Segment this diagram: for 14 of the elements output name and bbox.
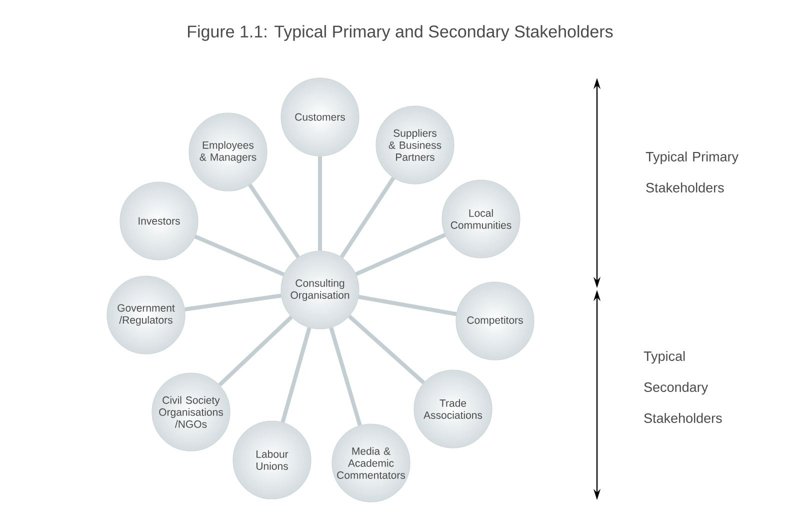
spoke-line bbox=[358, 294, 457, 316]
spoke-line bbox=[318, 156, 322, 251]
spoke-line bbox=[194, 234, 285, 276]
spoke-line bbox=[348, 314, 426, 384]
spoke-line bbox=[248, 184, 300, 258]
figure-title: Figure 1.1: Typical Primary and Secondary Stakeholders bbox=[188, 25, 613, 41]
spoke-line bbox=[329, 327, 362, 426]
spoke-line bbox=[340, 176, 396, 258]
spoke-line bbox=[355, 233, 446, 276]
spoke-line bbox=[218, 316, 293, 386]
group-label: Typical Secondary Stakeholders bbox=[644, 351, 722, 423]
spoke-line bbox=[280, 327, 312, 423]
spoke-line bbox=[184, 294, 282, 312]
group-label: Typical Primary Stakeholders bbox=[646, 152, 739, 192]
